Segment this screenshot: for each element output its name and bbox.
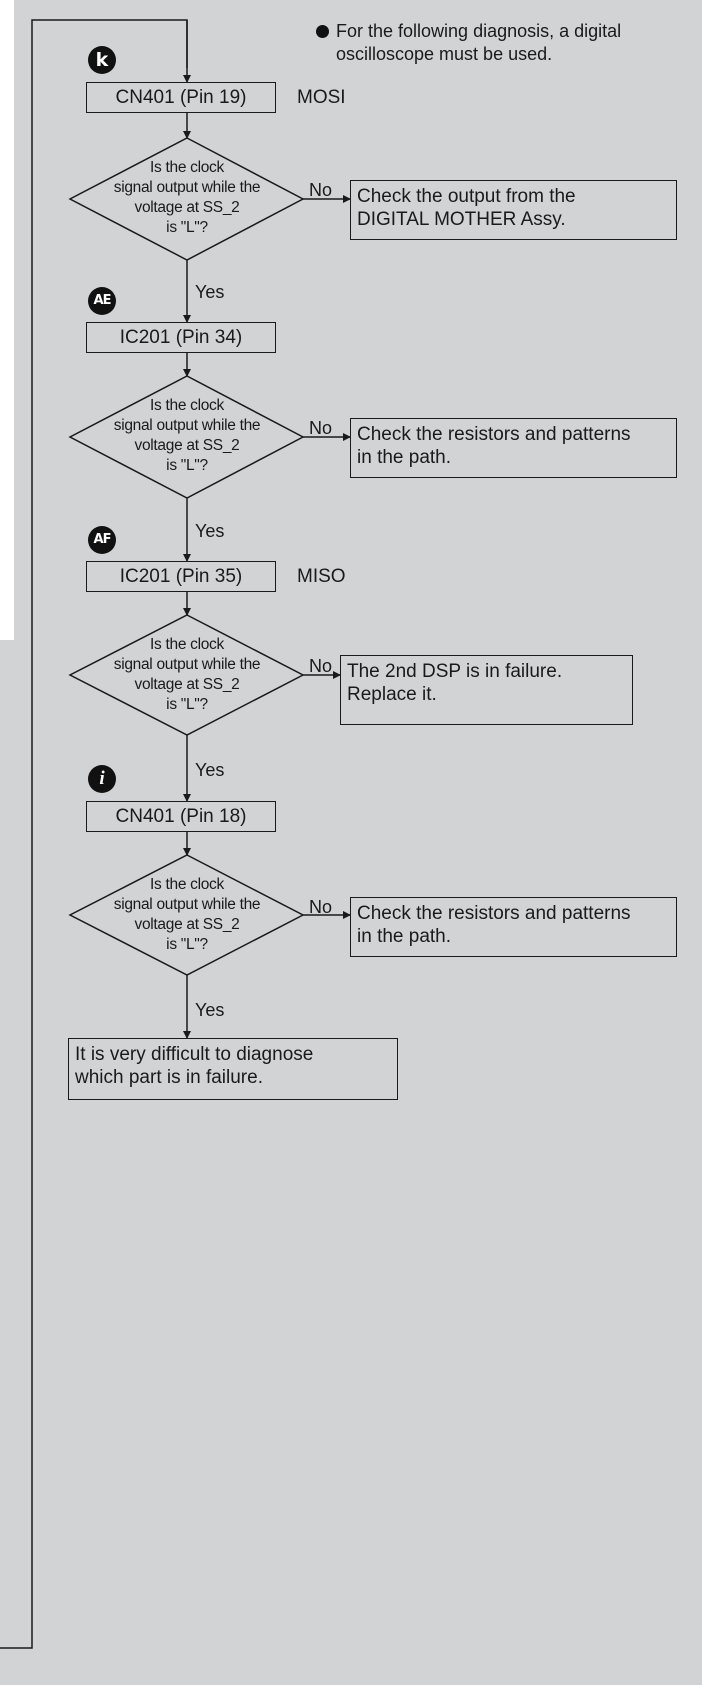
marker-i-icon: i [88, 765, 116, 793]
yes-label-1: Yes [195, 282, 225, 302]
page-margin [0, 0, 14, 640]
marker-k-icon: k [88, 46, 116, 74]
yes-label-2: Yes [195, 521, 225, 541]
instruction-note: For the following diagnosis, a digital o… [316, 20, 696, 66]
yes-label-3: Yes [195, 760, 225, 780]
marker-ae-icon: AE [88, 287, 116, 315]
pin-box-cn401-18: CN401 (Pin 18) [86, 801, 276, 832]
pin-box-ic201-34: IC201 (Pin 34) [86, 322, 276, 353]
note-line-2: oscilloscope must be used. [336, 44, 553, 64]
no-label-3: No [309, 656, 333, 676]
note-line-1: For the following diagnosis, a digital [336, 21, 622, 41]
pin-box-cn401-19: CN401 (Pin 19) [86, 82, 276, 113]
loop-line [0, 19, 188, 1649]
no-label-1: No [309, 180, 333, 200]
signal-label-mosi: MOSI [297, 87, 346, 108]
marker-af-icon: AF [88, 526, 116, 554]
no-label-2: No [309, 418, 333, 438]
action-box-3: The 2nd DSP is in failure.Replace it. [340, 655, 633, 725]
no-label-4: No [309, 897, 333, 917]
signal-label-miso: MISO [297, 566, 346, 587]
bullet-icon [316, 25, 329, 38]
yes-label-4: Yes [195, 1000, 225, 1020]
pin-box-ic201-35: IC201 (Pin 35) [86, 561, 276, 592]
